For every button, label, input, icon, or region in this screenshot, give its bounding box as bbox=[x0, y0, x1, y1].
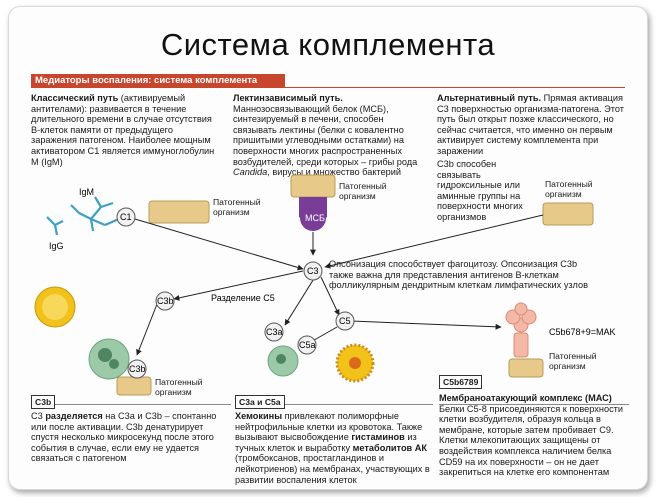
slide-title: Система комплемента bbox=[160, 27, 496, 62]
pathogen-block-mac bbox=[508, 358, 544, 378]
mac-heading: Мембраноатакующий комплекс (МАС) bbox=[439, 393, 612, 403]
c3-label: C3 bbox=[307, 266, 319, 276]
section-rule-c3b bbox=[31, 404, 231, 405]
igm-label: IgM bbox=[79, 187, 94, 197]
section-rule-mac bbox=[439, 404, 629, 405]
pathogen-block-c3b bbox=[116, 376, 152, 396]
c1-label: C1 bbox=[120, 212, 132, 222]
pathogen-label-lectin: Патогенный организм bbox=[339, 181, 387, 201]
pathogen-block-alternative bbox=[542, 202, 594, 226]
mak-label: C5b678+9=MAK bbox=[549, 327, 616, 337]
c5-split-label: Разделение С5 bbox=[211, 293, 275, 303]
c3a-label: C3a bbox=[266, 327, 283, 337]
classic-path-body: (активируемый антителами): развивается в… bbox=[31, 93, 215, 167]
pathogen-label-classic: Патогенный организм bbox=[213, 197, 261, 217]
section-tag-c3b: C3b bbox=[31, 395, 56, 409]
alternative-path-text: Альтернативный путь. Прямая активация С3… bbox=[437, 93, 627, 157]
node-c3b-on-cell bbox=[127, 359, 147, 379]
c3b-cell-label: C3b bbox=[129, 364, 146, 374]
lectin-path-end: , вирусы и множество бактерий bbox=[267, 167, 402, 178]
header-rule bbox=[285, 87, 625, 88]
msb-label: МСБ bbox=[305, 213, 325, 223]
c3b-label: C3b bbox=[157, 296, 174, 306]
pathogen-block-lectin bbox=[290, 174, 336, 198]
diagram-canvas: C1 C3 C3b C3a C5a C5 C3b МСБ IgM IgG Раз… bbox=[34, 174, 616, 396]
igm-antibody-icon bbox=[70, 196, 120, 232]
alternative-path-heading: Альтернативный путь. bbox=[437, 93, 542, 103]
pathogen-block-classic bbox=[148, 200, 210, 224]
section-text-c3a-c5a: Хемокины привлекают полиморфные нейтрофи… bbox=[235, 411, 430, 485]
node-c3b bbox=[155, 291, 175, 311]
classic-path-text: Классический путь (активируемый антитела… bbox=[31, 93, 221, 167]
node-c1 bbox=[116, 207, 136, 227]
lectin-path-italic: Candida bbox=[233, 167, 268, 178]
slide-frame: Система комплемента Медиаторы воспаления… bbox=[8, 6, 648, 490]
node-c5a bbox=[297, 335, 317, 355]
alternative-path-body: Прямая активация С3 поверхностью организ… bbox=[437, 93, 624, 156]
node-c5 bbox=[335, 311, 355, 331]
node-c3a bbox=[264, 322, 284, 342]
pathogen-label-c3b: Патогенный организм bbox=[155, 377, 203, 397]
lectin-path-heading: Лектинзависимый путь. bbox=[233, 93, 343, 103]
c5a-label: C5a bbox=[299, 340, 316, 350]
c3b-binding-text: С3b способен связывать гидроксильные или… bbox=[437, 159, 523, 222]
igg-antibody-icon bbox=[46, 216, 64, 236]
pathogen-label-mac: Патогенный организм bbox=[549, 351, 597, 371]
c5-label: C5 bbox=[339, 316, 351, 326]
section-rule-c3a bbox=[235, 404, 433, 405]
classic-path-heading: Классический путь bbox=[31, 93, 119, 103]
section-tag-mac: C5b6789 bbox=[439, 375, 483, 389]
lectin-path-text: Лектинзависимый путь. Маннозосвязывающий… bbox=[233, 93, 421, 178]
figure-header: Медиаторы воспаления: система комплемент… bbox=[31, 74, 285, 88]
section-text-c3b: С3 разделяется на С3а и С3b – спонтанно … bbox=[31, 411, 217, 464]
opsonization-text: Опсонизация способствует фагоцитозу. Опс… bbox=[329, 259, 588, 291]
pathogen-label-alternative: Патогенный организм bbox=[545, 179, 593, 199]
section-tag-c3a-c5a: C3a и C5a bbox=[235, 395, 285, 409]
node-c3 bbox=[303, 261, 323, 281]
igg-label: IgG bbox=[49, 241, 64, 251]
lectin-path-body: Маннозосвязывающий белок (МСБ), синтезир… bbox=[233, 103, 418, 167]
mac-complex-icon bbox=[505, 302, 537, 358]
section-text-mac: Мембраноатакующий комплекс (МАС)Белки С5… bbox=[439, 393, 629, 478]
